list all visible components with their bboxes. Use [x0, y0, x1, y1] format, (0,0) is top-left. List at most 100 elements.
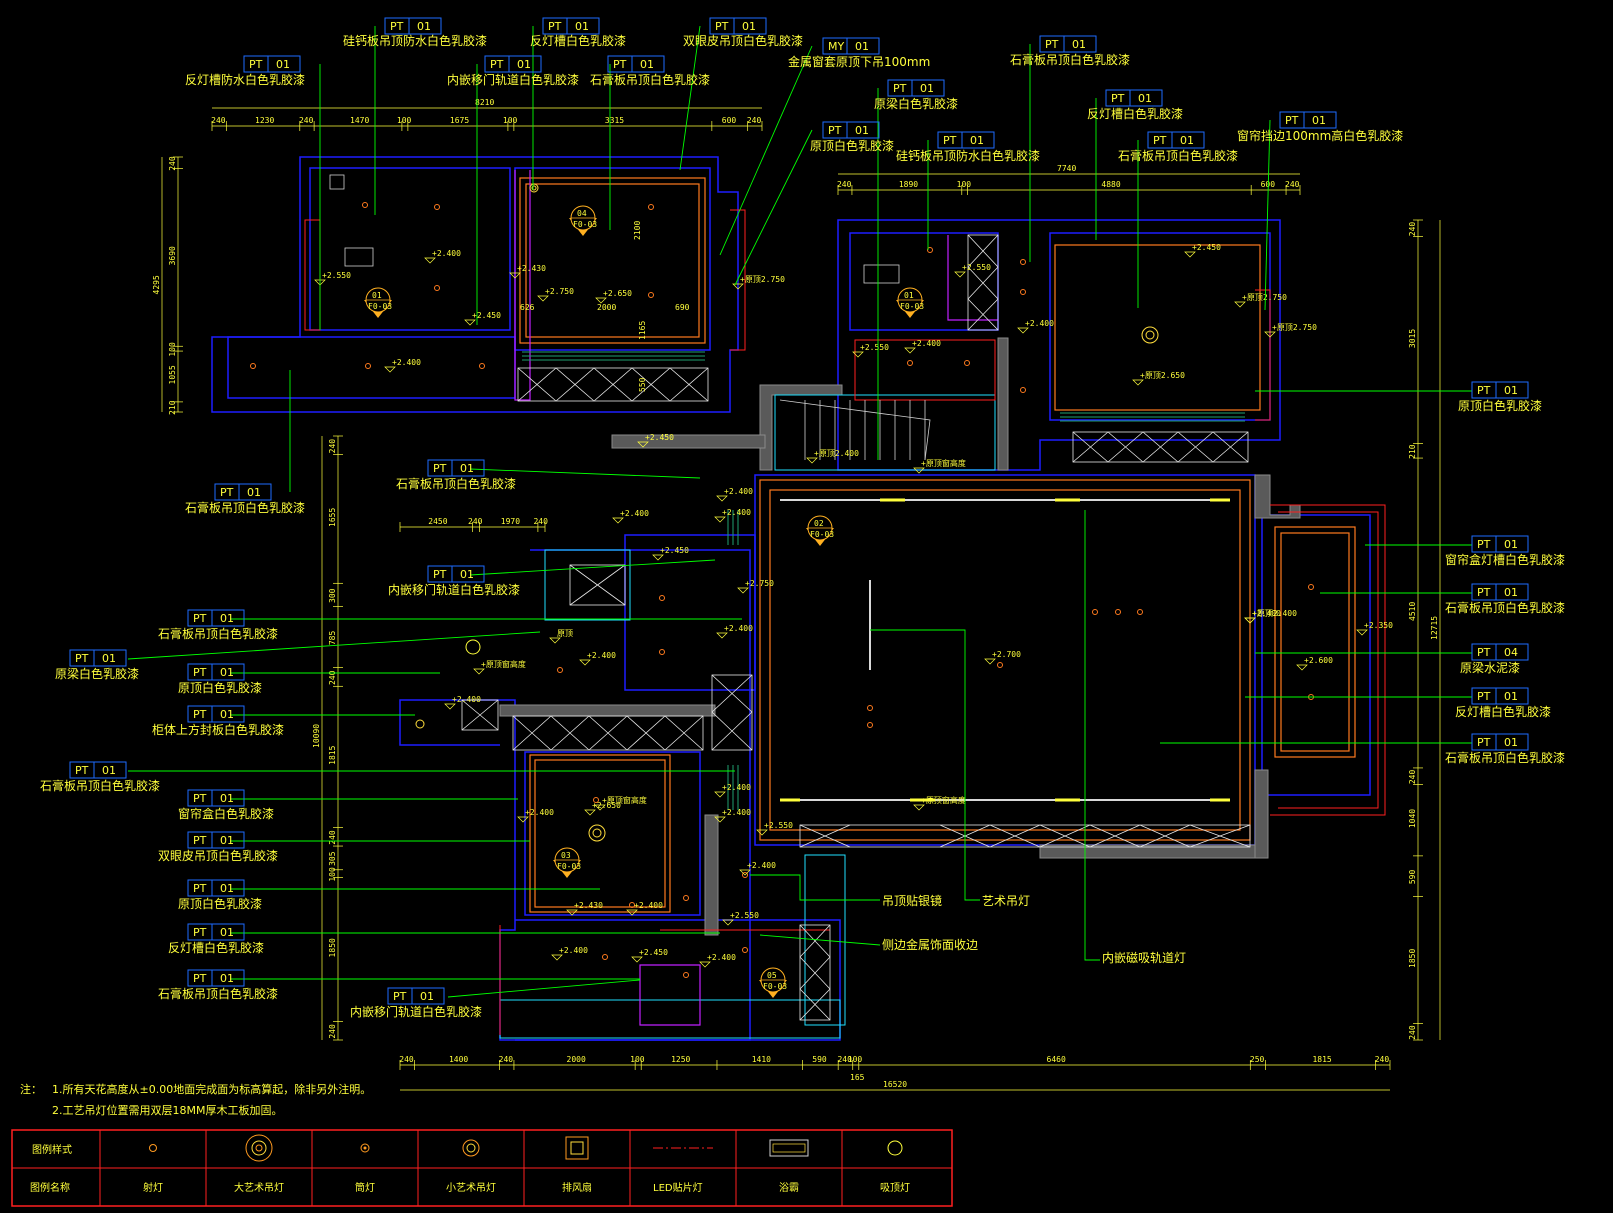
elevation-mark: +2.400	[384, 358, 421, 373]
tag-box	[187, 609, 245, 627]
elevation-triangle-icon	[756, 829, 768, 836]
tag-label: 反灯槽白色乳胶漆	[1087, 106, 1183, 121]
dim-text: 1040	[1408, 809, 1417, 828]
elevation-mark: +原顶2.750	[732, 275, 785, 290]
elevation-triangle-icon	[595, 297, 607, 304]
tag-box	[187, 969, 245, 987]
legend-item-name: 吸顶灯	[880, 1182, 910, 1194]
window-band-4	[727, 765, 739, 810]
elevation-triangle-icon	[612, 517, 624, 524]
elevation-text: +2.400	[912, 339, 941, 348]
ceiling-balcony-inner	[1280, 532, 1350, 752]
dim-text: 240	[328, 439, 337, 454]
tag-code: PT	[828, 124, 842, 137]
elevation-mark: 原顶	[549, 629, 573, 644]
tag-box	[69, 649, 127, 667]
elevation-mark: +2.400	[714, 808, 751, 823]
tag-label: 原顶白色乳胶漆	[178, 896, 262, 911]
tag-number: 01	[220, 972, 234, 985]
dim-text: 590	[812, 1055, 827, 1064]
tag-code: PT	[1477, 586, 1491, 599]
elevation-triangle-icon	[537, 295, 549, 302]
wall-corridor	[227, 336, 516, 399]
ceiling-light-icon	[465, 639, 481, 655]
small-chandelier-icon	[462, 1139, 480, 1157]
stair-cut	[779, 399, 931, 461]
wall-bottom-strip	[515, 919, 841, 1041]
elevation-text: +2.400	[452, 695, 481, 704]
legend-icon-shape	[887, 1140, 903, 1156]
legend-item-name: LED贴片灯	[653, 1181, 703, 1194]
dim-text: 2450	[428, 517, 447, 526]
tag-code: PT	[193, 708, 207, 721]
tag-label: 石膏板吊顶白色乳胶漆	[396, 476, 516, 491]
elevation-text: +2.430	[574, 901, 603, 910]
legend-icon-shape	[363, 1146, 367, 1150]
dim-text: 1470	[350, 116, 369, 125]
tag-code: PT	[715, 20, 729, 33]
cabinet-mid	[512, 715, 704, 751]
tag-number: 01	[1312, 114, 1326, 127]
tag-leader	[719, 45, 813, 256]
elevation-mark: +2.450	[652, 546, 689, 561]
tag-code: PT	[893, 82, 907, 95]
cabinet-x-2	[1072, 431, 1249, 463]
elevation-text: +2.400	[722, 508, 751, 517]
dim-total: 12715	[1430, 616, 1439, 640]
dim-text: 240	[328, 1024, 337, 1039]
elevation-text: +2.450	[472, 311, 501, 320]
elevation-triangle-icon	[722, 919, 734, 926]
tag-code: PT	[548, 20, 562, 33]
cabinet-vertical-tr	[967, 234, 999, 331]
tag-number: 04	[1504, 646, 1518, 659]
elevation-mark: +原顶2.400	[806, 449, 859, 464]
tag-code: PT	[393, 990, 407, 1003]
grey-wall-stair-right	[997, 337, 1009, 471]
tag-box	[187, 879, 245, 897]
elevation-text: +2.550	[962, 263, 991, 272]
small-chandelier-icon	[588, 824, 606, 842]
tag-label: 石膏板吊顶白色乳胶漆	[1010, 52, 1130, 67]
dim-sub: 165	[850, 1073, 865, 1082]
elevation-mark: +2.400	[1017, 319, 1054, 334]
ceiling-living-inner	[769, 489, 1241, 831]
tag-label: 石膏板吊顶白色乳胶漆	[590, 72, 710, 87]
cabinet-x-9	[461, 699, 499, 731]
elevation-text: +2.400	[559, 946, 588, 955]
elevation-mark: +2.400	[579, 651, 616, 666]
legend-item-name: 浴霸	[779, 1182, 799, 1194]
cyan-outline-bottom	[499, 999, 841, 1039]
tag-code: PT	[1045, 38, 1059, 51]
tag-label: 内嵌移门轨道白色乳胶漆	[350, 1004, 482, 1019]
spotlight-icon	[629, 902, 635, 908]
cabinets	[461, 234, 1251, 1021]
chandelier-outer	[588, 824, 606, 842]
elevation-triangle-icon	[732, 283, 744, 290]
grey-wall-kitchen	[611, 434, 766, 449]
tag-code: PT	[613, 58, 627, 71]
symbol-number: 04	[577, 209, 587, 218]
tag-code: PT	[220, 486, 234, 499]
cabinet-box-1	[517, 367, 709, 402]
tag-number: 01	[742, 20, 756, 33]
elevation-text: +原顶2.750	[740, 275, 785, 284]
elevation-mark: +原顶窗高度	[473, 659, 526, 675]
dim-total: 10090	[312, 724, 321, 748]
tag-label: 内嵌移门轨道白色乳胶漆	[447, 72, 579, 87]
elevation-triangle-icon	[714, 516, 726, 523]
tag-number: 01	[1072, 38, 1086, 51]
wall-bedroom-3	[524, 751, 701, 916]
dim-total: 4295	[152, 275, 161, 294]
elevation-mark: +原顶2.650	[1132, 371, 1185, 386]
elevation-mark: +原顶窗高度	[913, 458, 966, 474]
tag-box	[1471, 643, 1529, 661]
dim-total: 8210	[475, 98, 494, 107]
